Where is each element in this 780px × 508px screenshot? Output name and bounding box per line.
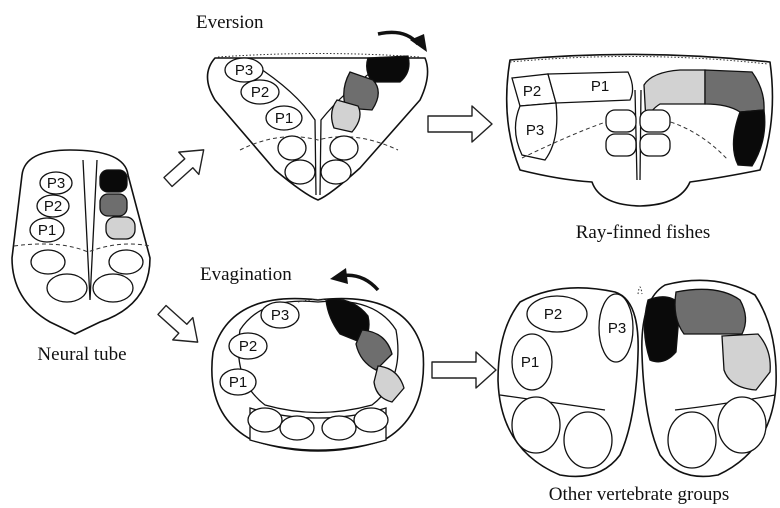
ray-finned-subpallial-cell	[606, 110, 636, 132]
eversion-p3-label: P3	[235, 62, 253, 79]
arrow-to-evagination	[152, 299, 208, 353]
eversion-p1-label: P1	[275, 110, 293, 127]
ray-finned-caption: Ray-finned fishes	[576, 222, 711, 243]
neural-tube-subpallial-cell	[31, 250, 65, 274]
ray-finned-subpallial-cell	[640, 110, 670, 132]
ray-finned-diagram: P2 P1 P3	[507, 54, 773, 206]
other-vertebrates-p3-label: P3	[608, 320, 626, 337]
neural-tube-subpallial-cell	[93, 274, 133, 302]
neural-tube-p3-label: P3	[47, 175, 65, 192]
eversion-subpallial-cell	[330, 136, 358, 160]
ray-finned-p2-label: P2	[523, 83, 541, 100]
ray-finned-p3-label: P3	[526, 122, 544, 139]
evagination-subpallial-cell	[248, 408, 282, 432]
eversion-lightgray-region	[332, 100, 360, 132]
arrow-to-eversion	[158, 139, 214, 193]
evagination-p3-label: P3	[271, 307, 289, 324]
evagination-p1-label: P1	[229, 374, 247, 391]
evagination-subpallial-cell	[322, 416, 356, 440]
neural-tube-darkgray-region	[100, 194, 127, 216]
ray-finned-subpallial-cell	[606, 134, 636, 156]
other-vertebrates-subpallial-cell	[718, 397, 766, 453]
evagination-title: Evagination	[200, 264, 292, 285]
evagination-rotation-arrowhead	[330, 268, 348, 284]
evagination-diagram: P3 P2 P1	[212, 268, 424, 451]
neural-tube-lightgray-region	[106, 217, 135, 239]
arrow-to-other-vertebrates	[432, 352, 496, 388]
ray-finned-subpallial-cell	[640, 134, 670, 156]
other-vertebrates-subpallial-cell	[564, 412, 612, 468]
other-vertebrates-p1-label: P1	[521, 354, 539, 371]
neural-tube-caption: Neural tube	[37, 344, 126, 365]
arrow-to-ray-finned	[428, 106, 492, 142]
eversion-black-region	[367, 56, 409, 82]
ray-finned-p1-label: P1	[591, 78, 609, 95]
other-vertebrates-subpallial-cell	[668, 412, 716, 468]
other-vertebrates-p2-label: P2	[544, 306, 562, 323]
neural-tube-outline	[12, 150, 150, 334]
other-vertebrates-dotted-edge	[638, 287, 642, 294]
neural-tube-p1-label: P1	[38, 222, 56, 239]
neural-tube-black-region	[100, 170, 127, 192]
eversion-title: Eversion	[196, 12, 264, 33]
eversion-subpallial-cell	[278, 136, 306, 160]
evagination-subpallial-cell	[280, 416, 314, 440]
neural-tube-p2-label: P2	[44, 198, 62, 215]
other-vertebrates-diagram: P2 P3 P1	[498, 280, 776, 476]
eversion-subpallial-cell	[321, 160, 351, 184]
eversion-subpallial-cell	[285, 160, 315, 184]
neural-tube: P3 P2 P1	[12, 150, 150, 334]
eversion-rotation-arrow	[378, 32, 418, 44]
neural-tube-subpallial-cell	[47, 274, 87, 302]
other-vertebrates-caption: Other vertebrate groups	[549, 484, 729, 505]
eversion-diagram: P3 P2 P1	[208, 32, 428, 200]
neural-tube-subpallial-cell	[109, 250, 143, 274]
evagination-subpallial-cell	[354, 408, 388, 432]
other-vertebrates-subpallial-cell	[512, 397, 560, 453]
eversion-p2-label: P2	[251, 84, 269, 101]
evagination-p2-label: P2	[239, 338, 257, 355]
